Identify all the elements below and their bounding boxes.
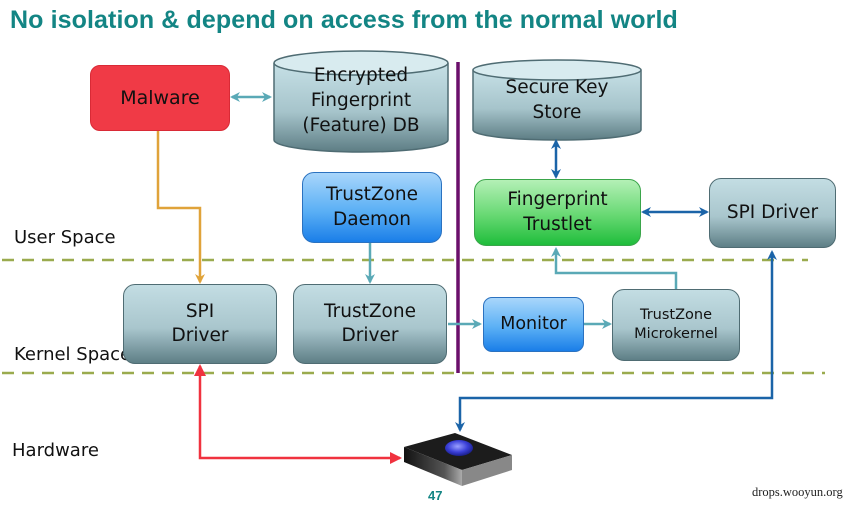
trustzone-driver-node[interactable]: TrustZone Driver [293, 284, 447, 364]
normal-spi-driver-node[interactable]: SPI Driver [123, 284, 277, 364]
secure-spi-driver-node[interactable]: SPI Driver [709, 178, 836, 248]
fingerprint-sensor-icon [404, 433, 512, 486]
secure-spi-sensor-arrow [455, 250, 777, 432]
trustzone-driver-label: TrustZone Driver [324, 300, 416, 346]
watermark: drops.wooyun.org [752, 485, 843, 499]
trustzone-microkernel-node[interactable]: TrustZone Microkernel [612, 289, 740, 361]
malware-spi-attack-arrow [156, 131, 205, 284]
trustzone-daemon-node[interactable]: TrustZone Daemon [302, 172, 442, 243]
user-space-label: User Space [14, 227, 116, 248]
malware-node[interactable]: Malware [90, 65, 230, 131]
secure-key-store-label: Secure Key Store [505, 77, 609, 123]
encrypted-db-cylinder [273, 50, 449, 153]
secure-key-store-cylinder [472, 59, 642, 141]
encrypted-db-label: Encrypted Fingerprint (Feature) DB [302, 65, 420, 136]
fingerprint-trustlet-label: Fingerprint Trustlet [507, 189, 608, 235]
trustzone-microkernel-label: TrustZone Microkernel [634, 307, 718, 342]
monitor-label: Monitor [500, 314, 567, 335]
microkernel-trustlet-arrow [551, 247, 678, 289]
trustzone-daemon-label: TrustZone Daemon [326, 184, 418, 230]
monitor-node[interactable]: Monitor [483, 297, 584, 352]
secure-spi-driver-label: SPI Driver [726, 201, 819, 223]
kernel-space-label: Kernel Space [14, 344, 132, 365]
page-number: 47 [428, 488, 443, 503]
slide-title: No isolation & depend on access from the… [10, 6, 678, 34]
fingerprint-trustlet-node[interactable]: Fingerprint Trustlet [474, 179, 641, 246]
hardware-label: Hardware [12, 440, 99, 461]
malware-label: Malware [120, 86, 200, 109]
normal-spi-driver-label: SPI Driver [171, 300, 229, 346]
normal-spi-sensor-arrow [194, 364, 402, 464]
